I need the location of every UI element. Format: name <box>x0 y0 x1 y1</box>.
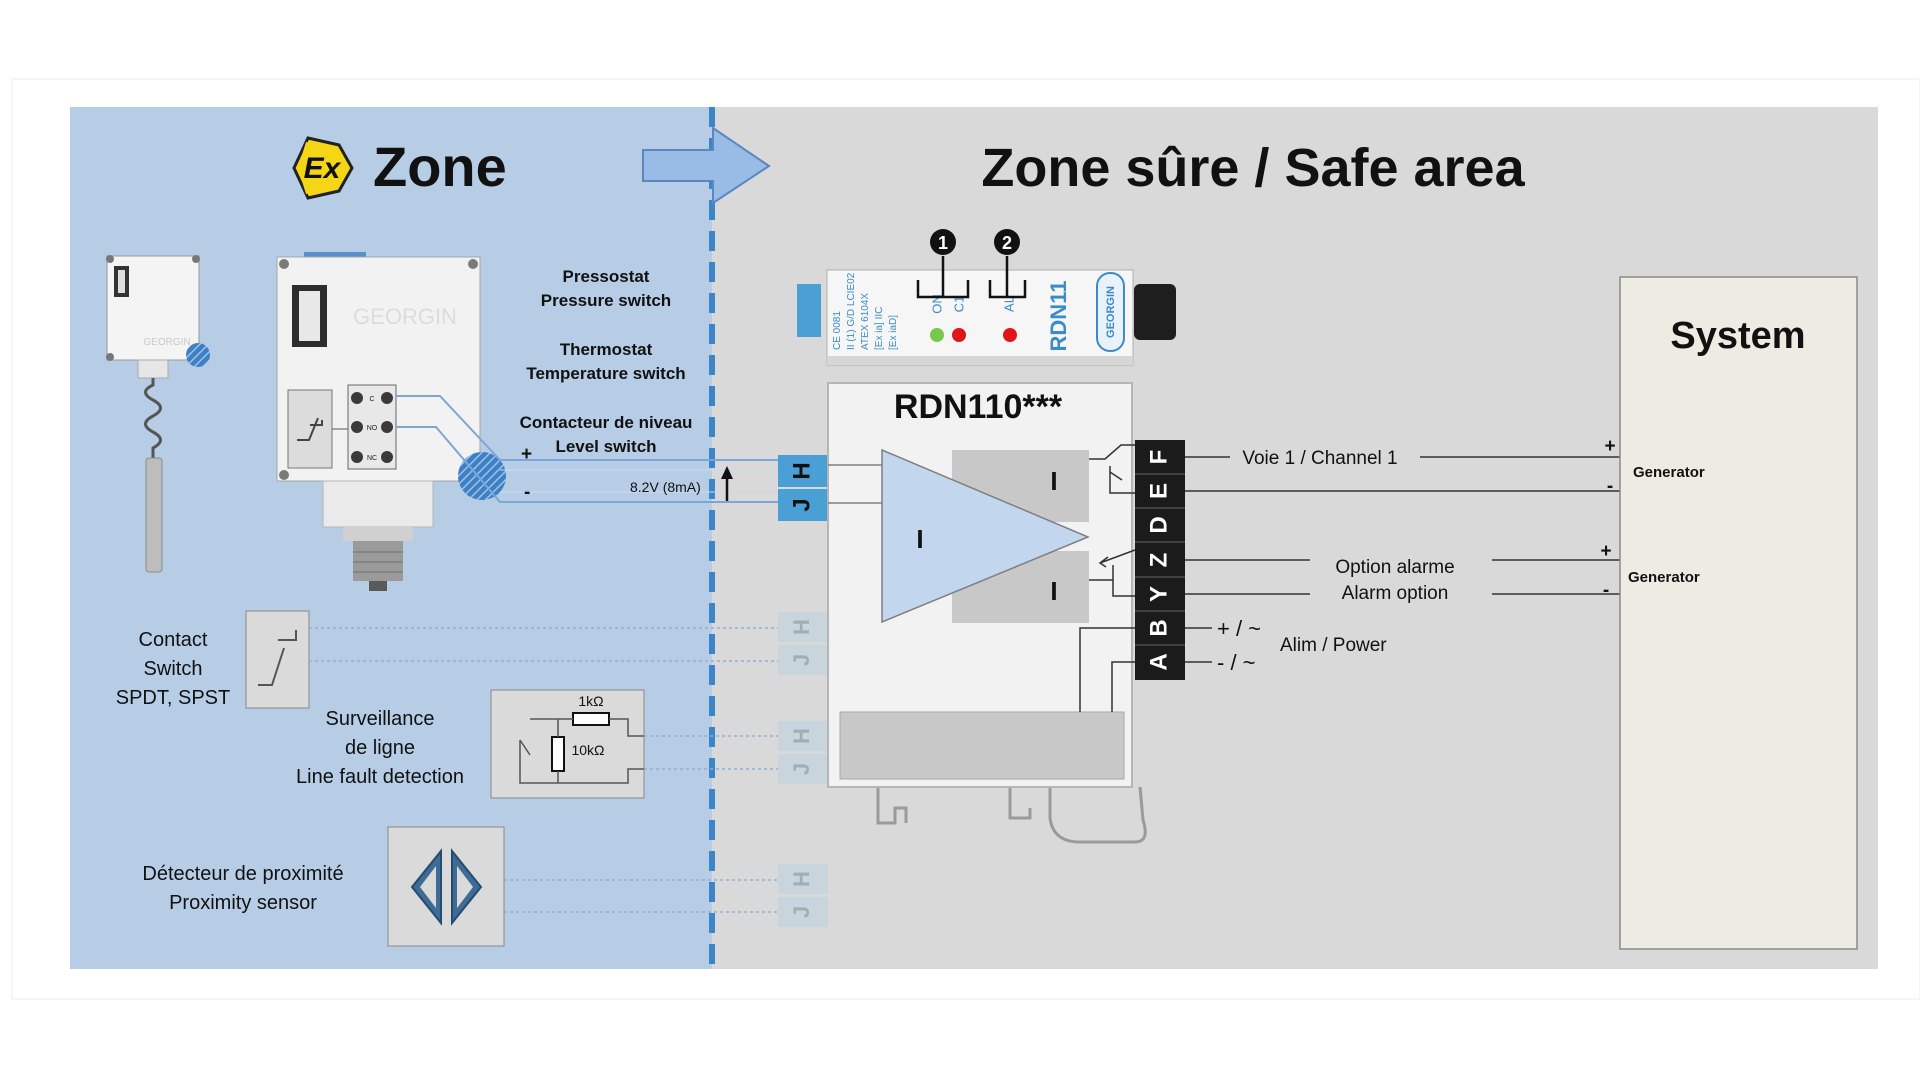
input-minus: - <box>524 482 530 503</box>
led-on-label: ON <box>929 294 944 314</box>
marker-2: 2 <box>1002 233 1012 253</box>
pressure-label-en: Pressure switch <box>541 291 671 310</box>
cert-line-3: ATEX 6104X <box>860 293 871 350</box>
input-wiring <box>396 395 778 503</box>
terminal-e: E <box>1145 483 1172 499</box>
system-plus-2: + <box>1600 541 1611 562</box>
resistor-10k: 10kΩ <box>571 742 604 758</box>
ex-symbol: Ex <box>292 136 354 200</box>
model-label: RDN11 <box>1046 281 1071 352</box>
cert-line-1: CE 0081 <box>832 311 843 350</box>
current-arrow-icon <box>721 466 733 501</box>
arrow-icon <box>642 126 771 205</box>
input-terminals-ghost: H J H J H J <box>778 612 828 927</box>
line-fault-circuit: 1kΩ 10kΩ <box>490 689 778 799</box>
contact-label-3: SPDT, SPST <box>116 687 230 709</box>
channel-label: Voie 1 / Channel 1 <box>1242 448 1397 469</box>
marker-2-icon <box>994 229 1020 255</box>
cert-line-5: [Ex iaD] <box>888 315 899 350</box>
terminal-z: Z <box>1145 553 1172 568</box>
alarm-label-en: Alarm option <box>1342 583 1449 604</box>
proximity-label-fr: Détecteur de proximité <box>142 863 343 885</box>
ghost-terminal-h-1: H <box>789 619 814 635</box>
terminal-j: J <box>788 498 815 511</box>
ex-symbol-label: Ex <box>304 152 342 185</box>
output-wiring <box>1185 456 1620 663</box>
led-c1-label: C1 <box>951 296 966 313</box>
label-brand: GEORGIN <box>1105 286 1117 338</box>
system-minus-2: - <box>1603 580 1609 601</box>
marker-1-icon <box>930 229 956 255</box>
thermostat-brand: GEORGIN <box>143 337 190 348</box>
led-on <box>930 328 944 342</box>
input-plus: + <box>521 444 532 465</box>
amp-mark-output-2: I <box>1050 576 1057 606</box>
power-label: Alim / Power <box>1280 635 1387 656</box>
terminal-f: F <box>1145 450 1172 465</box>
input-terminals-active: H J <box>778 455 828 521</box>
rdn110-module: I I I RDN110*** <box>827 382 1147 844</box>
line-fault-label-1: Surveillance <box>326 708 435 730</box>
amp-mark-output-1: I <box>1050 466 1057 496</box>
amp-mark-input: I <box>916 524 923 554</box>
ghost-terminal-j-1: J <box>789 654 814 666</box>
led-al-label: AL <box>1001 296 1016 312</box>
led-bracket-1 <box>916 256 970 299</box>
certification-text: CE 0081 II (1) G/D LCIE02 ATEX 6104X [Ex… <box>832 272 899 350</box>
proximity-label-en: Proximity sensor <box>169 892 317 914</box>
power-plus: + / ~ <box>1217 616 1261 641</box>
cert-line-2: II (1) G/D LCIE02 <box>846 272 857 350</box>
marker-1: 1 <box>938 233 948 253</box>
generator-1: Generator <box>1633 464 1705 481</box>
led-bracket-2 <box>988 256 1027 299</box>
hazard-zone-title: Zone <box>373 135 507 198</box>
proximity-sensor-device <box>387 826 778 947</box>
alarm-label-fr: Option alarme <box>1335 557 1454 578</box>
term-no: NO <box>367 425 378 432</box>
power-minus: - / ~ <box>1217 650 1256 675</box>
ghost-terminal-j-2: J <box>789 763 814 775</box>
resistor-1k: 1kΩ <box>578 693 603 709</box>
system-block <box>1619 276 1858 950</box>
ghost-terminal-h-3: H <box>789 871 814 887</box>
ghost-terminal-j-3: J <box>789 906 814 918</box>
system-title: System <box>1670 315 1805 357</box>
pressure-switch-brand: GEORGIN <box>353 304 457 329</box>
contact-switch-device <box>245 610 778 709</box>
output-terminal-block: F E D Z Y B A <box>1135 440 1185 680</box>
line-fault-label-3: Line fault detection <box>296 766 464 788</box>
terminal-a: A <box>1145 653 1172 670</box>
ghost-terminal-h-2: H <box>789 728 814 744</box>
temperature-label-fr: Thermostat <box>560 340 653 359</box>
led-al <box>1003 328 1017 342</box>
term-nc: NC <box>367 455 377 462</box>
cert-line-4: [Ex ia] IIC <box>874 307 885 350</box>
safe-zone-title: Zone sûre / Safe area <box>981 138 1525 198</box>
module-front-label: CE 0081 II (1) G/D LCIE02 ATEX 6104X [Ex… <box>797 269 1176 366</box>
pressure-switch-device: GEORGIN C NO NC <box>276 252 506 591</box>
terminal-d: D <box>1145 516 1172 533</box>
thermostat-device: GEORGIN <box>106 255 210 573</box>
terminal-b: B <box>1145 619 1172 636</box>
contact-label-2: Switch <box>144 658 203 680</box>
line-fault-label-2: de ligne <box>345 737 415 759</box>
generator-2: Generator <box>1628 569 1700 586</box>
system-plus-1: + <box>1604 436 1615 457</box>
module-name: RDN110*** <box>894 388 1063 426</box>
led-c1 <box>952 328 966 342</box>
terminal-y: Y <box>1145 586 1172 602</box>
term-c: C <box>369 396 374 403</box>
system-minus-1: - <box>1607 476 1613 497</box>
contact-label-1: Contact <box>139 629 208 651</box>
level-label-en: Level switch <box>555 437 656 456</box>
terminal-h: H <box>788 462 815 479</box>
temperature-label-en: Temperature switch <box>526 364 685 383</box>
pressure-label-fr: Pressostat <box>563 267 650 286</box>
input-voltage: 8.2V (8mA) <box>630 479 701 495</box>
level-label-fr: Contacteur de niveau <box>520 413 693 432</box>
